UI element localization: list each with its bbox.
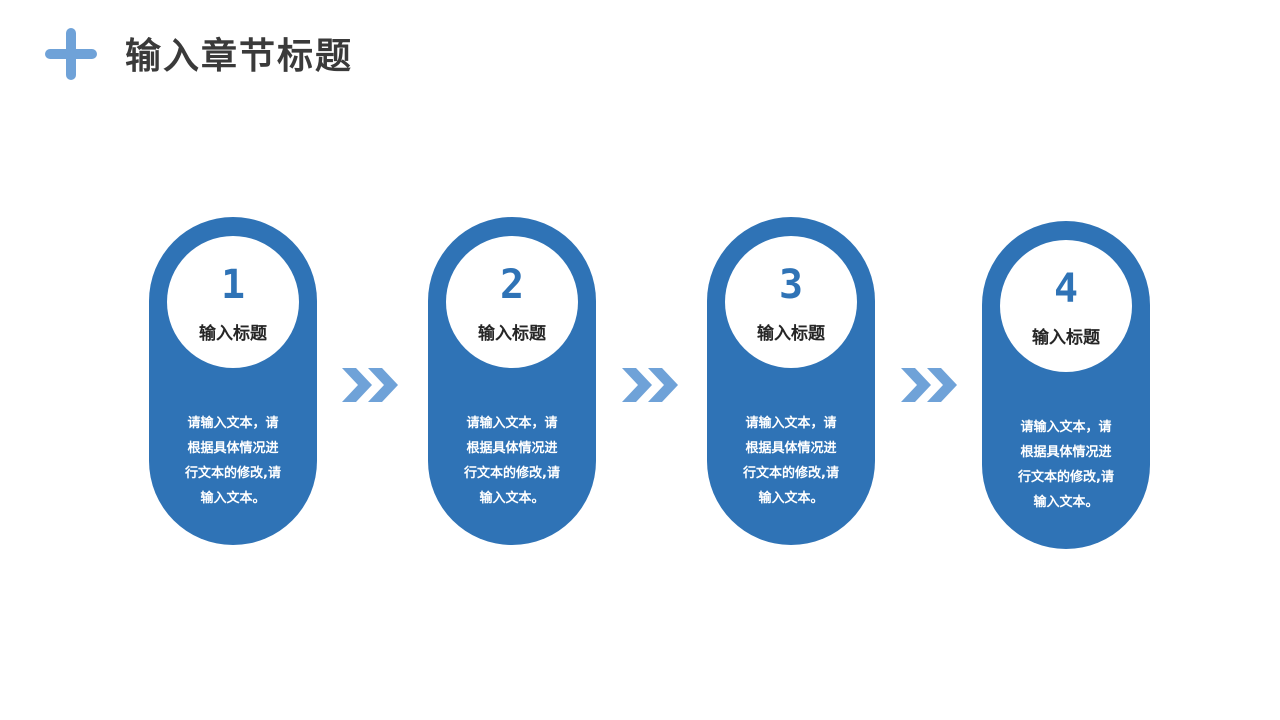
step-card-2: 2 输入标题 请输入文本，请 根据具体情况进 行文本的修改,请 输入文本。 — [428, 217, 596, 545]
step-number: 4 — [1053, 266, 1079, 312]
step-circle: 3 输入标题 — [725, 236, 857, 368]
step-description-line: 根据具体情况进 — [187, 441, 279, 456]
step-description-line: 根据具体情况进 — [466, 441, 558, 456]
step-circle: 1 输入标题 — [167, 236, 299, 368]
step-description-line: 行文本的修改,请 — [464, 466, 560, 481]
step-description-line: 请输入文本，请 — [187, 416, 279, 431]
step-description-line: 行文本的修改,请 — [185, 466, 281, 481]
step-card-4: 4 输入标题 请输入文本，请 根据具体情况进 行文本的修改,请 输入文本。 — [982, 221, 1150, 549]
step-number: 3 — [778, 262, 804, 308]
step-description: 请输入文本，请 根据具体情况进 行文本的修改,请 输入文本。 — [721, 411, 861, 511]
step-card-3: 3 输入标题 请输入文本，请 根据具体情况进 行文本的修改,请 输入文本。 — [707, 217, 875, 545]
step-description-line: 行文本的修改,请 — [1018, 470, 1114, 485]
step-card-1: 1 输入标题 请输入文本，请 根据具体情况进 行文本的修改,请 输入文本。 — [149, 217, 317, 545]
step-title: 输入标题 — [1032, 328, 1100, 348]
step-number: 2 — [499, 262, 525, 308]
page-title: 输入章节标题 — [125, 36, 354, 77]
step-description-line: 根据具体情况进 — [745, 441, 837, 456]
step-description: 请输入文本，请 根据具体情况进 行文本的修改,请 输入文本。 — [163, 411, 303, 511]
step-description-line: 输入文本。 — [758, 491, 824, 506]
step-circle: 4 输入标题 — [1000, 240, 1132, 372]
step-number: 1 — [220, 262, 246, 308]
chevron-right-icon — [901, 368, 957, 402]
chevron-right-icon — [622, 368, 678, 402]
step-description-line: 输入文本。 — [479, 491, 545, 506]
step-description-line: 行文本的修改,请 — [743, 466, 839, 481]
plus-icon-vertical-bar — [66, 28, 76, 80]
step-description-line: 输入文本。 — [200, 491, 266, 506]
step-title: 输入标题 — [199, 324, 267, 344]
plus-icon — [45, 28, 97, 80]
step-description: 请输入文本，请 根据具体情况进 行文本的修改,请 输入文本。 — [996, 415, 1136, 515]
step-title: 输入标题 — [757, 324, 825, 344]
chevron-right-icon — [342, 368, 398, 402]
step-description-line: 请输入文本，请 — [466, 416, 558, 431]
step-description-line: 请输入文本，请 — [745, 416, 837, 431]
step-description-line: 根据具体情况进 — [1020, 445, 1112, 460]
step-description-line: 输入文本。 — [1033, 495, 1099, 510]
step-description-line: 请输入文本，请 — [1020, 420, 1112, 435]
step-description: 请输入文本，请 根据具体情况进 行文本的修改,请 输入文本。 — [442, 411, 582, 511]
step-circle: 2 输入标题 — [446, 236, 578, 368]
step-title: 输入标题 — [478, 324, 546, 344]
